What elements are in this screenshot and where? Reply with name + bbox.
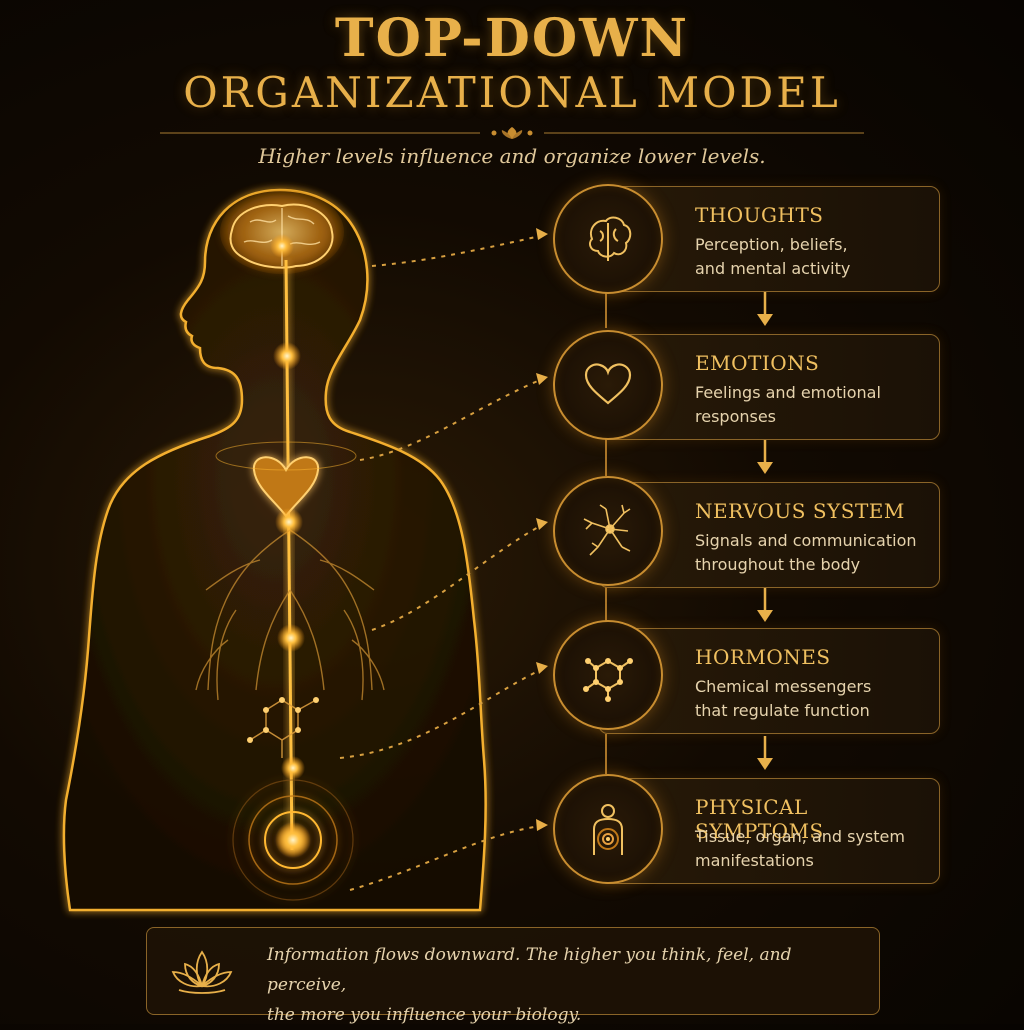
level-title: HORMONES [695,645,831,669]
level-title: EMOTIONS [695,351,820,375]
level-title: PHYSICAL SYMPTOMS [695,795,824,843]
connector-nervous [371,525,541,631]
spine-dot-1 [273,342,301,370]
body-silhouette [62,188,487,912]
human-figure-illustration [62,188,548,912]
title-divider [160,127,864,139]
brain-icon [589,216,632,261]
level-title: THOUGHTS [695,203,824,227]
level-icon-circle-nervous-system [553,476,663,586]
arrow-down-icon [757,292,773,326]
connector-emotions [359,379,541,461]
footer-message: Information flows downward. The higher y… [267,945,792,1025]
page-subtitle: Higher levels influence and organize low… [258,144,766,168]
footer-callout: Information flows downward. The higher y… [146,927,880,1025]
level-card-thoughts: THOUGHTS Perception, beliefs,and mental … [598,186,940,292]
body-target-icon [593,804,623,855]
level-icon-circle-hormones [553,620,663,730]
arrow-down-icon [757,440,773,474]
level-icon-circle-emotions [553,330,663,440]
level-connector-line-4 [605,734,607,774]
lotus-icon [171,950,233,994]
level-description: Perception, beliefs,and mental activity [695,235,851,278]
spine-dot-brain [270,234,294,258]
level-connector-line-2 [605,438,607,476]
page-title-line1: TOP-DOWN [334,8,690,69]
level-card-physical-symptoms: PHYSICAL SYMPTOMS Tissue, organ, and sys… [598,778,940,884]
molecule-icon [583,658,633,702]
heart-icon [584,363,632,405]
arrow-down-icon [757,736,773,770]
page-title-line2: ORGANIZATIONAL MODEL [183,68,841,117]
abdomen-target [232,779,354,901]
level-connector-line-3 [605,586,607,624]
level-icon-circle-physical-symptoms [553,774,663,884]
spine-dot-3 [277,624,305,652]
neuron-icon [583,504,631,556]
connector-thoughts [371,235,541,267]
level-icon-circle-thoughts [553,184,663,294]
arrow-down-icon [757,588,773,622]
spine-dot-2 [275,508,303,536]
level-title: NERVOUS SYSTEM [695,499,905,523]
spine-dot-4 [281,756,305,780]
level-connector-line-1 [605,290,607,328]
